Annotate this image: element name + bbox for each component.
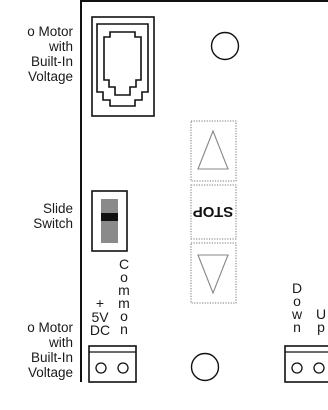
common-letter: m xyxy=(118,282,130,298)
common-label: C o m m o n xyxy=(117,256,131,337)
slide-switch-label: Slide Switch xyxy=(33,201,73,231)
up-letter: p xyxy=(317,319,325,335)
slide-switch-handle[interactable] xyxy=(101,213,118,221)
plus-text: + xyxy=(95,295,105,311)
common-letter: C xyxy=(118,256,130,272)
down-letter: w xyxy=(291,306,303,322)
top-motor-label: o Motor with Built-In Voltage xyxy=(27,24,73,84)
top-motor-label-line: o Motor xyxy=(27,24,73,39)
stop-button-label: STOP xyxy=(193,203,234,220)
mounting-hole-top xyxy=(210,31,240,61)
slide-switch[interactable] xyxy=(91,190,128,252)
slide-switch-label-line: Switch xyxy=(33,216,73,231)
down-button[interactable] xyxy=(190,242,237,304)
bottom-motor-label-line: Voltage xyxy=(27,365,73,380)
voltage-label: 5V DC xyxy=(89,309,111,338)
top-motor-label-line: with xyxy=(48,39,73,54)
terminal-screw xyxy=(291,362,303,374)
bottom-motor-label-line: o Motor xyxy=(27,320,73,335)
dc-text: DC xyxy=(89,322,111,338)
rj-connector-top xyxy=(91,16,155,117)
terminal-block-right xyxy=(284,345,328,383)
volt-text: 5V xyxy=(91,309,109,325)
up-arrow-icon xyxy=(197,129,229,170)
top-motor-label-line: Voltage xyxy=(27,69,73,84)
common-letter: o xyxy=(120,308,128,324)
top-motor-label-line: Built-In xyxy=(30,54,73,69)
terminal-screw xyxy=(117,362,129,374)
plus-sign: + xyxy=(93,295,107,311)
bottom-motor-label-line: with xyxy=(48,335,73,350)
terminal-screw xyxy=(313,362,325,374)
common-letter: m xyxy=(118,295,130,311)
slide-switch-label-line: Slide xyxy=(42,201,73,216)
down-arrow-icon xyxy=(197,254,229,295)
bottom-motor-label: o Motor with Built-In Voltage xyxy=(27,320,73,380)
up-button[interactable] xyxy=(190,120,237,182)
stop-button[interactable]: STOP xyxy=(190,184,237,240)
common-letter: n xyxy=(120,321,128,337)
bottom-motor-label-line: Built-In xyxy=(30,350,73,365)
down-letter: n xyxy=(293,319,301,335)
board-top-edge xyxy=(82,0,328,2)
terminal-block-left xyxy=(88,345,137,383)
common-letter: o xyxy=(120,269,128,285)
mounting-hole-bottom xyxy=(190,352,220,382)
up-label: U p xyxy=(314,306,328,335)
down-letter: D xyxy=(291,280,303,296)
board-left-edge xyxy=(80,0,82,382)
down-letter: o xyxy=(293,293,301,309)
terminal-screw xyxy=(95,362,107,374)
down-label: D o w n xyxy=(290,280,304,335)
up-letter: U xyxy=(315,306,327,322)
